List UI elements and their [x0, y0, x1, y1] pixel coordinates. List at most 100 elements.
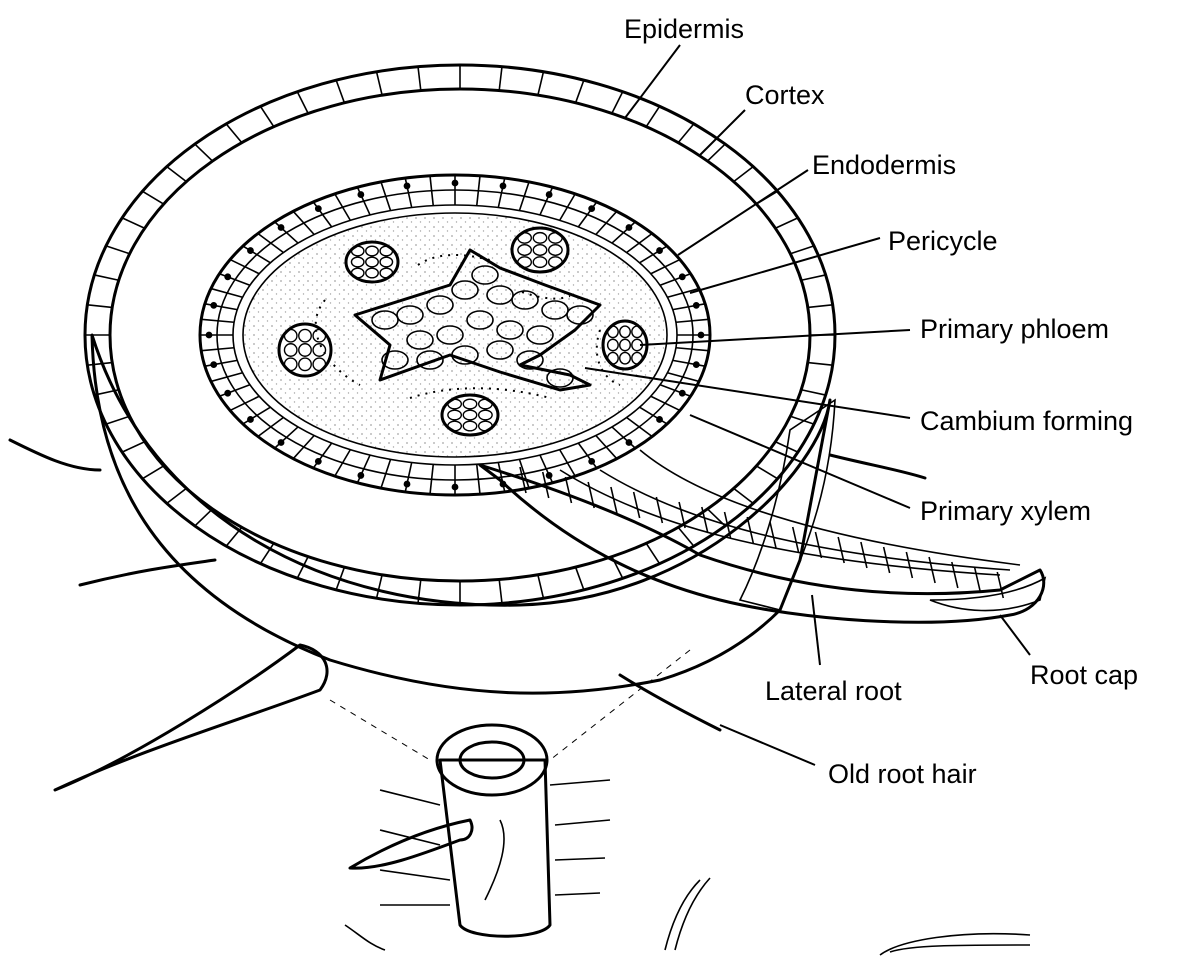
casparian-strip: [680, 391, 685, 396]
casparian-strip: [452, 484, 457, 489]
endodermis-cell-wall: [357, 187, 370, 215]
epidermis-cell-wall: [538, 72, 544, 95]
casparian-strip: [626, 225, 631, 230]
endodermis-cell-wall: [660, 385, 690, 396]
endodermis-cell-wall: [667, 289, 699, 298]
endodermis-cell-wall: [275, 222, 298, 243]
epidermis-cell-wall: [195, 509, 213, 526]
endodermis-cell-wall: [219, 385, 249, 396]
endodermis-cell-wall: [211, 373, 243, 382]
epidermis-cell-wall: [612, 92, 623, 114]
epidermis-cell-wall: [808, 363, 833, 366]
epidermis-cell-wall: [576, 567, 584, 590]
casparian-strip: [211, 362, 216, 367]
endodermis-cell-wall: [313, 202, 331, 227]
endodermis-cell-wall: [293, 211, 314, 234]
endodermis-cell-wall: [230, 396, 259, 410]
casparian-strip: [278, 225, 283, 230]
casparian-strip: [500, 183, 505, 188]
epidermis-cell-wall: [734, 488, 754, 503]
endodermis-cell-wall: [243, 407, 270, 424]
lateral-root-cell-wall: [975, 567, 981, 593]
epidermis-cell-wall: [122, 218, 145, 228]
epidermis-cell-wall: [377, 575, 383, 598]
casparian-strip: [452, 180, 457, 185]
endodermis-cell-wall: [651, 260, 680, 274]
endodermis-cell-wall: [293, 435, 314, 458]
epidermis-cell-wall: [790, 416, 814, 424]
epidermis-cell-wall: [167, 488, 187, 503]
epidermis-cell-wall: [418, 67, 421, 91]
endodermis-cell-wall: [211, 289, 243, 298]
epidermis-cell-wall: [94, 275, 118, 280]
endodermis-cell-wall: [596, 211, 617, 234]
lateral-root-cell-wall: [747, 517, 753, 543]
endodermis-cell-wall: [640, 246, 667, 263]
lateral-root-cell-wall: [634, 492, 640, 518]
casparian-strip: [589, 206, 594, 211]
old-root-projection: [55, 645, 327, 790]
endodermis-cell-wall: [578, 443, 596, 468]
epidermis-cell-wall: [226, 527, 242, 546]
label-epidermis: Epidermis: [624, 14, 744, 44]
endodermis-cell-wall: [357, 455, 370, 483]
casparian-strip: [278, 440, 283, 445]
phloem-bundle: [442, 395, 498, 435]
epidermis-cell-wall: [106, 416, 130, 424]
phloem-bundle: [346, 242, 398, 282]
epidermis-cell-wall: [801, 275, 825, 280]
casparian-strip: [206, 332, 211, 337]
endodermis-cell-wall: [578, 202, 596, 227]
lateral-root-cell-wall: [793, 527, 799, 553]
casparian-strip: [211, 303, 216, 308]
label-primary-phloem: Primary phloem: [920, 314, 1109, 344]
endodermis-cell-wall: [612, 427, 635, 448]
casparian-strip: [358, 192, 363, 197]
phloem-bundle: [512, 228, 568, 272]
casparian-strip: [248, 248, 253, 253]
endodermis-cell-wall: [230, 260, 259, 274]
lower-strands: [345, 878, 1030, 955]
epidermis-cell-wall: [142, 466, 163, 479]
endodermis-cell-wall: [612, 222, 635, 243]
epidermis-cell-wall: [142, 191, 163, 204]
casparian-strip: [589, 459, 594, 464]
endodermis-cell-wall: [275, 427, 298, 448]
casparian-strip: [657, 248, 662, 253]
label-endodermis: Endodermis: [812, 150, 956, 180]
epidermis-cell-wall: [707, 144, 725, 161]
epidermis-cell-wall: [808, 305, 833, 308]
epidermis-cell-wall: [756, 466, 777, 479]
casparian-strip: [694, 362, 699, 367]
endodermis-cell-wall: [243, 246, 270, 263]
lateral-root-cell-wall: [906, 552, 912, 578]
label-cortex: Cortex: [745, 80, 825, 110]
label-lateral-root: Lateral root: [765, 676, 902, 706]
epidermis-cell-wall: [499, 579, 502, 603]
epidermis-cell-wall: [646, 106, 659, 126]
epidermis-cell-wall: [122, 442, 145, 452]
casparian-strip: [698, 332, 703, 337]
epidermis-cell-wall: [226, 124, 242, 143]
lateral-root-cell-wall: [815, 532, 821, 558]
lateral-root-cell-wall: [770, 522, 776, 548]
epidermis-cell-wall: [801, 390, 825, 395]
lateral-root-cell-wall: [884, 547, 890, 573]
casparian-strip: [680, 274, 685, 279]
epidermis-cell-wall: [260, 106, 273, 126]
lateral-root-cell-wall: [565, 477, 571, 503]
leader-lines: [585, 45, 1030, 765]
epidermis-cell-wall: [576, 80, 584, 103]
casparian-strip: [657, 417, 662, 422]
endodermis-cell-wall: [540, 455, 553, 483]
endodermis-cell-wall: [335, 194, 351, 220]
endodermis-cell-wall: [651, 396, 680, 410]
epidermis-cell-wall: [167, 167, 187, 182]
label-cambium-forming: Cambium forming: [920, 406, 1133, 436]
label-primary-xylem: Primary xylem: [920, 496, 1091, 526]
endodermis-cell-wall: [313, 443, 331, 468]
epidermis-cell-wall: [87, 305, 112, 308]
endodermis-cell-wall: [219, 274, 249, 285]
casparian-strip: [248, 417, 253, 422]
